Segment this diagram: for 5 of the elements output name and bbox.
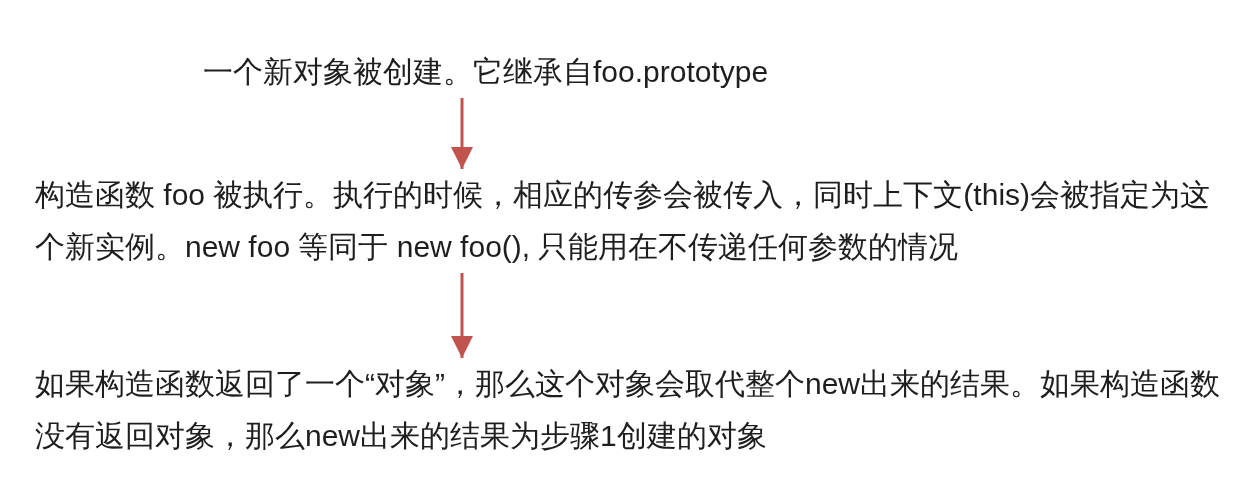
step-text: 如果构造函数返回了一个“对象”，那么这个对象会取代整个new出来的结果。如果构造函数没有返回对象，那么new出来的结果为步骤1创建的对象 — [35, 358, 1220, 462]
arrow — [451, 98, 473, 169]
arrow — [451, 273, 473, 358]
step-text: 构造函数 foo 被执行。执行的时候，相应的传参会被传入，同时上下文(this)会被指定为这个新实例。new foo 等同于 new foo(), 只能用在不传递任何参数的情况 — [35, 169, 1220, 273]
step-text: 一个新对象被创建。它继承自foo.prototype — [203, 46, 769, 98]
